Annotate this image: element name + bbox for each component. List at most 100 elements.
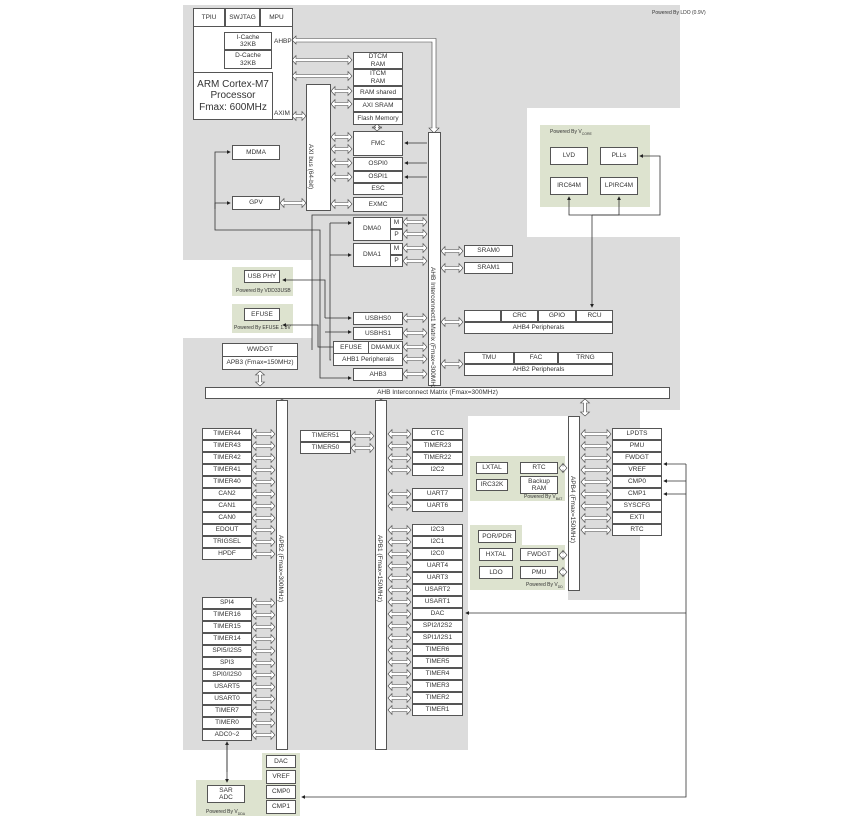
hxtal-box: HXTAL (479, 548, 513, 561)
apb3-box: APB3 (Fmax=150MHz) (222, 356, 298, 370)
bidirectional-arrow (251, 464, 276, 476)
ahb-interconnect1-matrix-label: AHB Interconnect1 Matrix (Fmax=300MHz) (429, 267, 436, 392)
axi-sram-box: AXI SRAM (353, 99, 403, 112)
apb2-peripheral: CAN0 (202, 512, 252, 524)
ahbp-label: AHBP (274, 38, 292, 45)
analog-link (301, 464, 687, 799)
bidirectional-arrow (251, 428, 276, 440)
bidirectional-arrow (440, 316, 464, 328)
apb4-peripheral: EXTI (612, 512, 662, 524)
power-label-prefix: Powered By V (524, 494, 556, 500)
bidirectional-arrow (251, 488, 276, 500)
apb1-peripheral: TIMER3 (412, 680, 463, 692)
exmc-box: EXMC (353, 197, 403, 212)
apb4-peripheral: CMP1 (612, 488, 662, 500)
bat-power-label: Powered By VBAT (524, 494, 562, 501)
apb2-peripheral: TRIGSEL (202, 536, 252, 548)
bidirectional-arrow (251, 524, 276, 536)
apb1-peripheral: UART7 (412, 488, 463, 500)
power-label-sub: CORE (581, 132, 592, 136)
fmc-box: FMC (353, 131, 403, 156)
bidirectional-arrow (558, 549, 568, 561)
apb4-peripheral: VREF (612, 464, 662, 476)
apb1-peripheral: TIMER2 (412, 692, 463, 704)
apb2-peripheral: TIMER16 (202, 609, 252, 621)
bidirectional-arrow (251, 717, 276, 729)
por-pdr-box: POR/PDR (478, 530, 516, 543)
bidirectional-arrow (251, 500, 276, 512)
bidirectional-arrow (579, 398, 591, 417)
apb2-peripheral: USART0 (202, 693, 252, 705)
apb2-peripheral: TIMER42 (202, 452, 252, 464)
bidirectional-arrow (440, 358, 464, 370)
bidirectional-arrow (558, 462, 568, 474)
bidirectional-arrow (251, 693, 276, 705)
apb2-peripheral: TIMER41 (202, 464, 252, 476)
bidirectional-arrow (251, 657, 276, 669)
apb2-peripheral: TIMER14 (202, 633, 252, 645)
bidirectional-arrow (387, 572, 412, 584)
apb2-peripheral: HPDF (202, 548, 252, 560)
bidirectional-arrow (291, 70, 353, 82)
bidirectional-arrow (387, 692, 412, 704)
sar-adc-box: SAR ADC (207, 785, 245, 803)
apb2-bus (276, 400, 288, 750)
bidirectional-arrow (251, 452, 276, 464)
usbphy-power-label: Powered By VDD33USB (236, 288, 291, 294)
bidirectional-arrow (580, 452, 612, 464)
ahb3-link (214, 209, 352, 380)
power-label-prefix: Powered By V (206, 809, 238, 815)
apb1-peripheral: CTC (412, 428, 463, 440)
bidirectional-arrow (402, 228, 428, 240)
bidirectional-arrow (254, 370, 266, 387)
apb2-peripheral: TIMER7 (202, 705, 252, 717)
dma1-p-port: P (390, 255, 403, 267)
plls-link (592, 154, 661, 216)
bidirectional-arrow (402, 341, 428, 353)
bidirectional-arrow (387, 464, 412, 476)
bidirectional-arrow (251, 512, 276, 524)
apb2-peripheral: SPI5/I2S5 (202, 645, 252, 657)
lxtal-box: LXTAL (476, 462, 508, 474)
bidirectional-arrow (291, 54, 353, 66)
analog-cmp1-box: CMP1 (266, 800, 296, 814)
bidirectional-arrow (251, 476, 276, 488)
apb1-peripheral: DAC (412, 608, 463, 620)
bidirectional-arrow (330, 157, 353, 169)
bidirectional-arrow (330, 171, 353, 183)
ahb2-cell: TMU (464, 352, 514, 364)
dma-link (329, 223, 331, 361)
apb1-peripheral: SPI2/I2S2 (412, 620, 463, 632)
bidirectional-arrow (402, 327, 428, 339)
bidirectional-arrow (402, 353, 428, 365)
ahb4-cell: GPIO (538, 310, 576, 322)
bidirectional-arrow (330, 131, 353, 143)
apb1-peripheral: I2C1 (412, 536, 463, 548)
backup-ram-box: Backup RAM (520, 476, 558, 494)
mdma-box: MDMA (232, 145, 280, 160)
apb1-peripheral: UART4 (412, 560, 463, 572)
irc32k-box: IRC32K (476, 479, 508, 491)
ospi1-box: OSPI1 (353, 171, 403, 183)
apb2-peripheral: CAN1 (202, 500, 252, 512)
ahb3-box: AHB3 (353, 368, 403, 381)
ahb2-cell: FAC (514, 352, 558, 364)
bidirectional-arrow (580, 476, 612, 488)
apb1-peripheral: SPI1/I2S1 (412, 632, 463, 644)
bidirectional-arrow (251, 536, 276, 548)
bidirectional-arrow (580, 524, 612, 536)
bidirectional-arrow (402, 312, 428, 324)
flash-box: Flash Memory (353, 112, 403, 125)
usbhs0-box: USBHS0 (353, 312, 403, 325)
bidirectional-arrow (387, 548, 412, 560)
apb1-peripheral: TIMER23 (412, 440, 463, 452)
ahb-interconnect-matrix: AHB Interconnect Matrix (Fmax=300MHz) (205, 387, 670, 399)
bidirectional-arrow (580, 512, 612, 524)
dd-pmu-box: PMU (520, 566, 558, 579)
power-label-prefix: Powered By V (550, 129, 582, 135)
efuse-link (282, 323, 338, 348)
bidirectional-arrow (387, 668, 412, 680)
esc-box: ESC (353, 183, 403, 195)
power-label-sub: DDA (237, 812, 246, 816)
